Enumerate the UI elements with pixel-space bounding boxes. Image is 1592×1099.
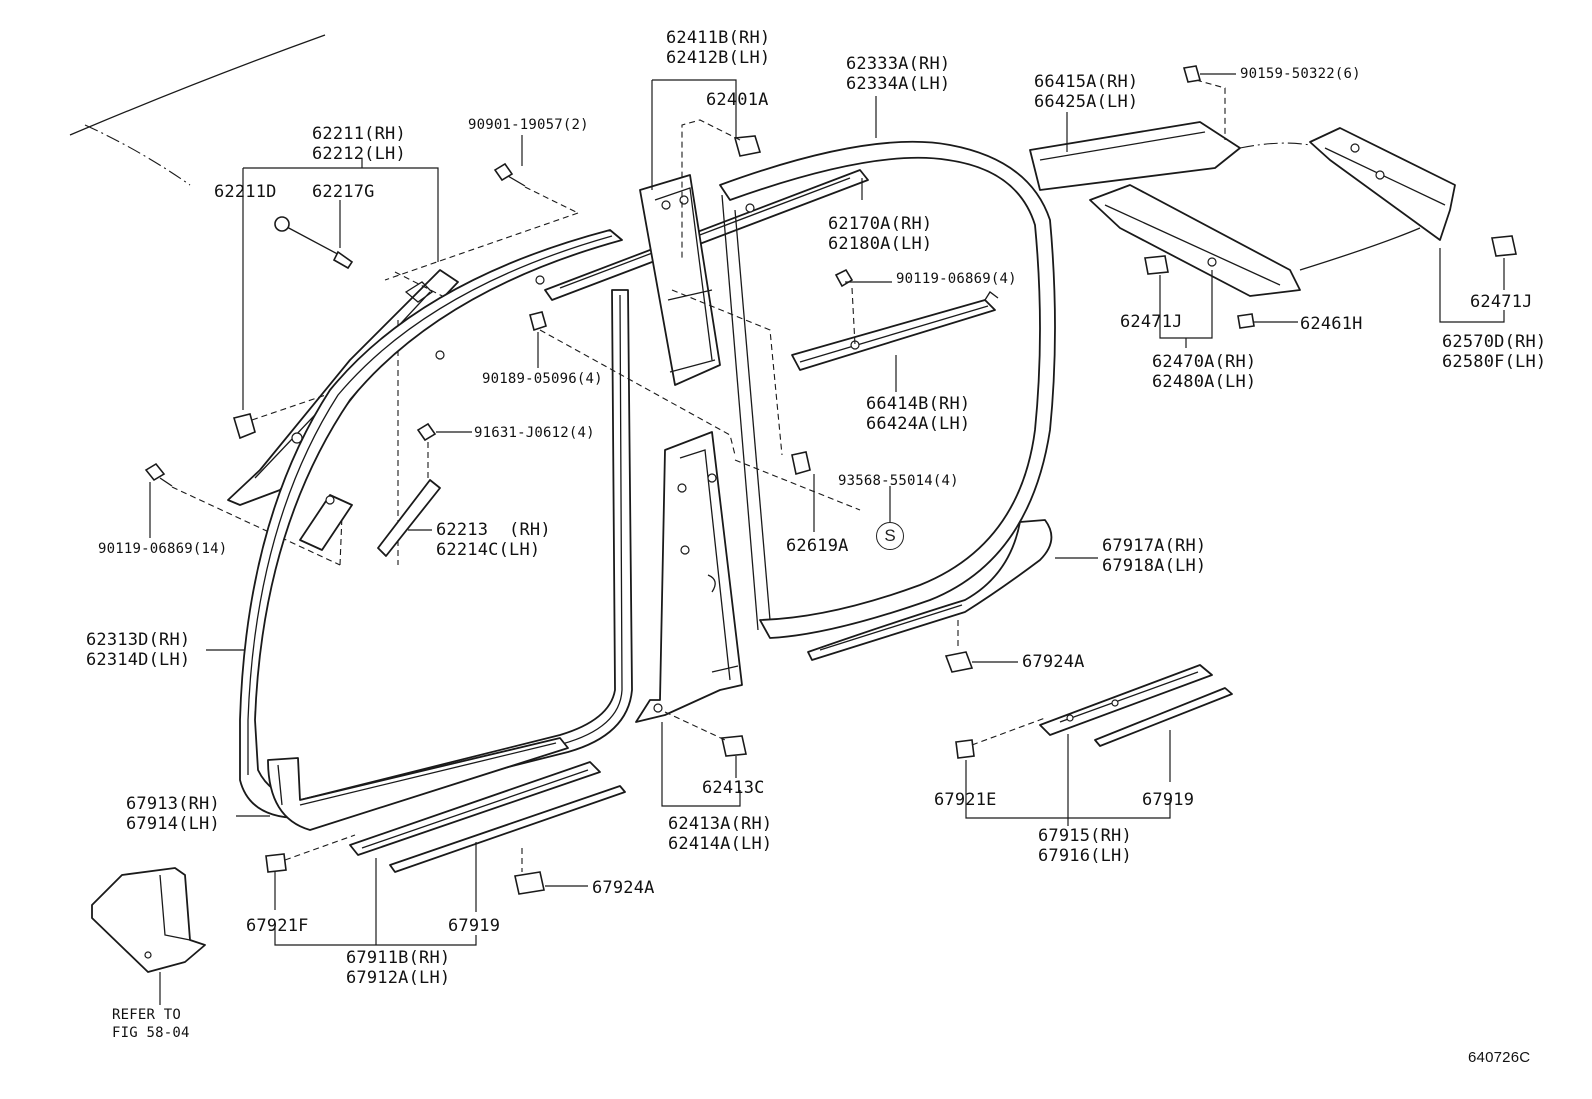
label-62333a: 62333A(RH)62334A(LH) — [846, 54, 951, 94]
label-62170a: 62170A(RH)62180A(LH) — [828, 214, 933, 254]
label-62401a: 62401A — [706, 90, 769, 110]
grip-bracket — [299, 494, 353, 551]
label-62413c: 62413C — [702, 778, 765, 798]
label-67915: 67915(RH)67916(LH) — [1038, 826, 1132, 866]
label-67921e: 67921E — [934, 790, 997, 810]
screw-90119-4 — [834, 268, 854, 288]
label-62471j-right: 62471J — [1470, 292, 1533, 312]
label-66414b: 66414B(RH)66424A(LH) — [866, 394, 971, 434]
roof-side-rail — [544, 169, 869, 301]
roof-edge-line — [69, 34, 326, 136]
clip-62471j-right — [1491, 235, 1517, 257]
clip-62211d — [232, 413, 256, 440]
label-62461h: 62461H — [1300, 314, 1363, 334]
label-62411b: 62411B(RH)62412B(LH) — [666, 28, 771, 68]
label-62470a: 62470A(RH)62480A(LH) — [1152, 352, 1257, 392]
label-90159-50322: 90159-50322(6) — [1240, 66, 1361, 82]
label-62413a: 62413A(RH)62414A(LH) — [668, 814, 773, 854]
center-pillar-lower-garnish — [635, 431, 743, 723]
label-62211: 62211(RH)62212(LH) — [312, 124, 406, 164]
stud-62217g — [284, 225, 346, 259]
label-67921f: 67921F — [246, 916, 309, 936]
floor-duct-part — [91, 867, 206, 973]
clip-67921f — [265, 853, 287, 873]
clip-62471j-left — [1144, 255, 1169, 275]
label-66415a: 66415A(RH)66425A(LH) — [1034, 72, 1139, 112]
front-step-strip — [389, 785, 626, 873]
clip-62619a — [791, 451, 811, 476]
label-62471j-left: 62471J — [1120, 312, 1183, 332]
screw-90159 — [1182, 65, 1202, 83]
label-67924a-bottom: 67924A — [592, 878, 655, 898]
scuff-plate-67913 — [267, 737, 569, 831]
label-62213: 62213 (RH)62214C(LH) — [436, 520, 551, 560]
label-67919-right: 67919 — [1142, 790, 1195, 810]
door-opening-trim-rear — [719, 140, 1056, 639]
label-90189-05096: 90189-05096(4) — [482, 371, 603, 387]
label-67919-left: 67919 — [448, 916, 501, 936]
bolt-90901 — [493, 162, 514, 182]
garnish-66414 — [791, 299, 996, 371]
clip-67924a-right — [944, 651, 974, 673]
door-opening-trim-front — [239, 229, 633, 819]
label-93568-55014: 93568-55014(4) — [838, 473, 959, 489]
bolt-90119-14 — [144, 462, 166, 482]
center-pillar-upper-garnish — [639, 174, 721, 386]
garnish-62470 — [1089, 184, 1301, 297]
screw-91631 — [416, 422, 437, 442]
label-62570d: 62570D(RH)62580F(LH) — [1442, 332, 1547, 372]
callout-s-symbol: S — [876, 522, 904, 550]
label-67924a-right: 67924A — [1022, 652, 1085, 672]
rear-step-67915 — [1039, 664, 1213, 736]
label-67911b: 67911B(RH)67912A(LH) — [346, 948, 451, 988]
label-90119-06869-4: 90119-06869(4) — [896, 271, 1017, 287]
clip-67921e — [955, 739, 975, 759]
label-62211d: 62211D — [214, 182, 277, 202]
garnish-62570 — [1309, 127, 1456, 241]
garnish-66415 — [1029, 121, 1241, 191]
assist-grip-62213 — [377, 479, 441, 557]
label-90901-19057: 90901-19057(2) — [468, 117, 589, 133]
roof-edge-dashdot — [84, 124, 191, 186]
label-67917a: 67917A(RH)67918A(LH) — [1102, 536, 1207, 576]
label-62217g: 62217G — [312, 182, 375, 202]
drawing-number: 640726C — [1468, 1049, 1531, 1066]
label-67913: 67913(RH)67914(LH) — [126, 794, 220, 834]
clip-67924a-bottom — [514, 871, 545, 895]
clip-62401a — [733, 135, 762, 157]
label-62619a: 62619A — [786, 536, 849, 556]
clip-62461h — [1237, 313, 1255, 329]
rear-step-strip — [1094, 687, 1233, 747]
label-90119-06869-14: 90119-06869(14) — [98, 541, 228, 557]
clip-90189 — [529, 311, 547, 332]
clip-62413c — [721, 735, 747, 757]
label-91631-j0612: 91631-J0612(4) — [474, 425, 595, 441]
label-62313d: 62313D(RH)62314D(LH) — [86, 630, 191, 670]
